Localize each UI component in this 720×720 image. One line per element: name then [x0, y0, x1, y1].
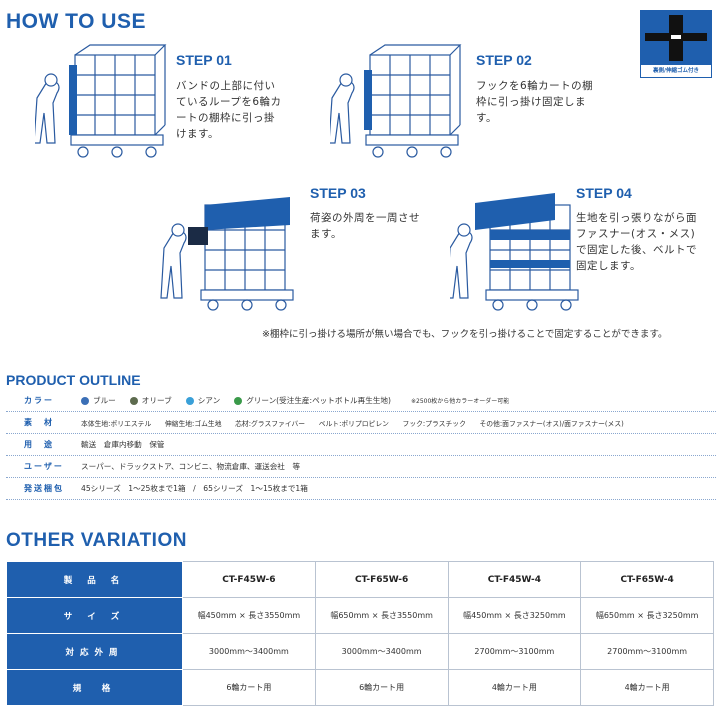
step03-title: STEP 03	[310, 185, 366, 201]
color-option: オリーブ	[129, 395, 172, 406]
step03-illustration	[160, 197, 294, 311]
color-dot	[129, 396, 138, 405]
variation-table: 製 品 名 CT-F45W-6 CT-F65W-6 CT-F45W-4 CT-F…	[6, 561, 714, 706]
outline-label: 発送梱包	[24, 484, 64, 493]
row-header: 規 格	[6, 669, 183, 706]
table-row: サ イ ズ 幅450mm × 長さ3550mm 幅650mm × 長さ3550m…	[6, 597, 714, 634]
table-cell: 6輪カート用	[182, 669, 316, 706]
color-option: シアン	[185, 395, 221, 406]
step02-illustration	[330, 44, 462, 158]
step03-text: 荷姿の外周を一周させ ます。	[310, 212, 420, 240]
color-name: シアン	[197, 396, 221, 405]
table-cell: 幅650mm × 長さ3250mm	[580, 597, 714, 634]
color-dot	[81, 396, 89, 405]
table-cell: 2700mm～3100mm	[447, 633, 582, 670]
step04-title: STEP 04	[576, 185, 632, 201]
table-cell: CT-F45W-4	[447, 561, 582, 598]
other-variation-title: OTHER VARIATION	[6, 530, 187, 551]
outline-row-color: カラー ブルー オリーブ シアン グリーン(受注生産:ペットボトル再生生地) ※…	[6, 390, 716, 412]
outline-value: 45シリーズ 1～25枚まで1箱 / 65シリーズ 1～15枚まで1箱	[81, 484, 308, 493]
band-icon	[641, 11, 711, 65]
table-cell: 2700mm～3100mm	[580, 633, 714, 670]
table-cell: CT-F45W-6	[182, 561, 316, 598]
step02-title: STEP 02	[476, 52, 532, 68]
table-cell: CT-F65W-4	[580, 561, 714, 598]
row-header: 製 品 名	[6, 561, 183, 598]
band-back-badge: 裏側/伸縮ゴム付き	[640, 10, 712, 78]
color-dot	[185, 396, 194, 405]
table-row: 規 格 6輪カート用 6輪カート用 4輪カート用 4輪カート用	[6, 669, 714, 706]
table-row: 製 品 名 CT-F45W-6 CT-F65W-6 CT-F45W-4 CT-F…	[6, 561, 714, 598]
product-outline-title: PRODUCT OUTLINE	[6, 372, 141, 388]
outline-label: カラー	[24, 396, 54, 405]
hook-note: ※棚枠に引っ掛ける場所が無い場合でも、フックを引っ掛けることで固定することができ…	[262, 329, 668, 340]
row-header: サ イ ズ	[6, 597, 183, 634]
outline-value: スーパー、ドラックストア、コンビニ、物流倉庫、運送会社 等	[81, 462, 301, 471]
badge-label: 裏側/伸縮ゴム付き	[652, 68, 699, 74]
table-cell: 幅650mm × 長さ3550mm	[314, 597, 449, 634]
table-cell: 4輪カート用	[580, 669, 714, 706]
outline-value: 輸送 倉庫内移動 保管	[81, 440, 165, 449]
color-dot	[234, 396, 243, 405]
table-cell: CT-F65W-6	[314, 561, 449, 598]
row-header: 対応外周	[6, 633, 183, 670]
step01-title: STEP 01	[176, 52, 232, 68]
table-cell: 4輪カート用	[447, 669, 582, 706]
table-cell: 幅450mm × 長さ3550mm	[182, 597, 316, 634]
table-row: 対応外周 3000mm～3400mm 3000mm～3400mm 2700mm～…	[6, 633, 714, 670]
how-to-use-title: HOW TO USE	[6, 10, 146, 33]
color-option: グリーン(受注生産:ペットボトル再生生地)	[234, 395, 391, 406]
color-name: オリーブ	[141, 396, 172, 405]
outline-value: 本体生地:ポリエステル 伸縮生地:ゴム生地 芯材:グラスファイバー ベルト:ポリ…	[81, 419, 624, 428]
step01-text: バンドの上部に付い ているループを6輪カ ートの棚枠に引っ掛 けます。	[176, 80, 282, 140]
outline-row-shipping: 発送梱包 45シリーズ 1～25枚まで1箱 / 65シリーズ 1～15枚まで1箱	[6, 478, 716, 500]
color-option: ブルー	[81, 395, 116, 406]
outline-row-usage: 用 途 輸送 倉庫内移動 保管	[6, 434, 716, 456]
outline-row-material: 素 材 本体生地:ポリエステル 伸縮生地:ゴム生地 芯材:グラスファイバー ベル…	[6, 412, 716, 434]
outline-label: ユーザー	[24, 462, 64, 471]
outline-label: 素 材	[24, 418, 54, 427]
color-name: ブルー	[93, 396, 116, 405]
color-order-note: ※2500枚から他カラーオーダー可能	[410, 398, 510, 405]
outline-colors: ブルー オリーブ シアン グリーン(受注生産:ペットボトル再生生地) ※2500…	[81, 395, 509, 406]
table-cell: 3000mm～3400mm	[314, 633, 449, 670]
step02-text: フックを6輪カートの棚 枠に引っ掛け固定しま す。	[476, 80, 594, 124]
table-cell: 6輪カート用	[314, 669, 449, 706]
step04-illustration	[450, 193, 579, 311]
step01-illustration	[35, 44, 167, 158]
outline-label: 用 途	[24, 440, 54, 449]
outline-row-user: ユーザー スーパー、ドラックストア、コンビニ、物流倉庫、運送会社 等	[6, 456, 716, 478]
table-cell: 3000mm～3400mm	[182, 633, 316, 670]
color-name: グリーン(受注生産:ペットボトル再生生地)	[246, 396, 391, 405]
table-cell: 幅450mm × 長さ3250mm	[447, 597, 582, 634]
step04-text: 生地を引っ張りながら面 ファスナー(オス・メス) で固定した後、ベルトで 固定し…	[576, 212, 697, 272]
